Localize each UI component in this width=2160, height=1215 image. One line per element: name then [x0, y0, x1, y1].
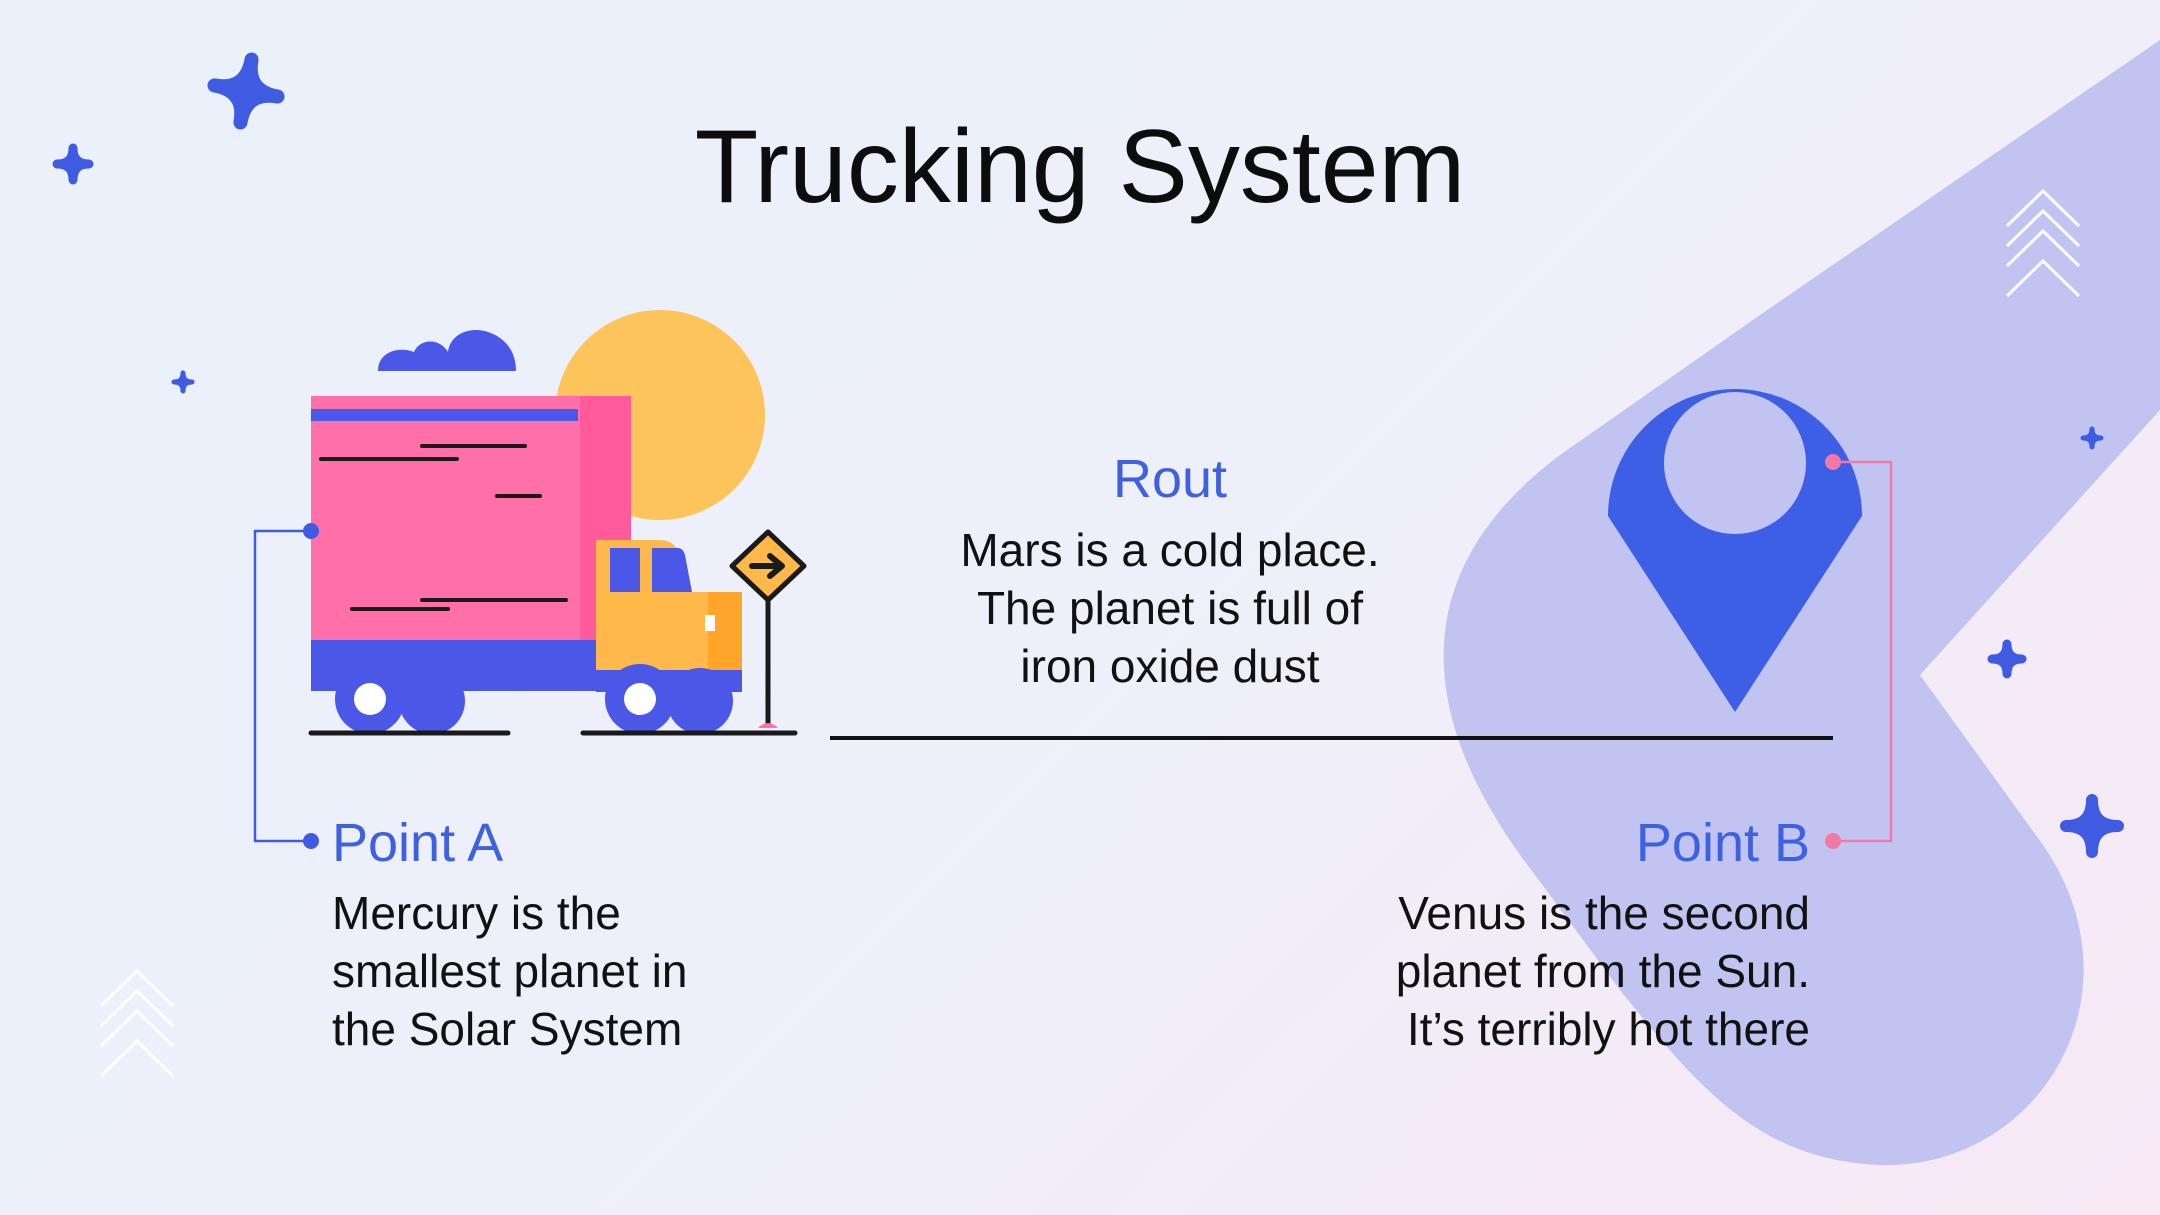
point-a-connector: [253, 529, 311, 843]
point-a-description: Mercury is the smallest planet in the So…: [332, 884, 852, 1058]
point-a-description-line: the Solar System: [332, 1003, 683, 1055]
point-b-title: Point B: [1635, 813, 1810, 873]
point-a-title: Point A: [332, 813, 504, 873]
point-b-connector: [1833, 460, 1893, 843]
sparkle-star-icon: [52, 143, 94, 185]
route-description-line: iron oxide dust: [1020, 640, 1320, 692]
sparkle-star-icon: [2060, 794, 2124, 858]
location-pin-icon: [1608, 389, 1862, 712]
route-description: Mars is a cold place. The planet is full…: [880, 521, 1460, 695]
point-a-description-line: Mercury is the: [332, 887, 621, 939]
point-a-description-line: smallest planet in: [332, 945, 688, 997]
sparkle-star-icon: [171, 370, 195, 394]
sparkle-star-icon: [207, 52, 285, 130]
road-sign-icon: [729, 529, 807, 728]
cloud-icon: [378, 330, 516, 371]
chevron-stack-icon: [99, 968, 175, 1078]
point-b-description: Venus is the second planet from the Sun.…: [1300, 884, 1810, 1058]
route-description-line: Mars is a cold place.: [960, 524, 1380, 576]
point-b-description-line: It’s terribly hot there: [1406, 1003, 1810, 1055]
route-description-line: The planet is full of: [976, 582, 1364, 634]
chevron-stack-icon: [2005, 188, 2081, 298]
sparkle-star-icon: [2080, 426, 2104, 450]
sparkle-star-icon: [1987, 639, 2027, 679]
route-title: Rout: [1112, 449, 1228, 509]
truck-icon: [308, 396, 798, 736]
point-b-description-line: Venus is the second: [1398, 887, 1810, 939]
point-b-description-line: planet from the Sun.: [1395, 945, 1810, 997]
page-title: Trucking System: [694, 109, 1466, 225]
